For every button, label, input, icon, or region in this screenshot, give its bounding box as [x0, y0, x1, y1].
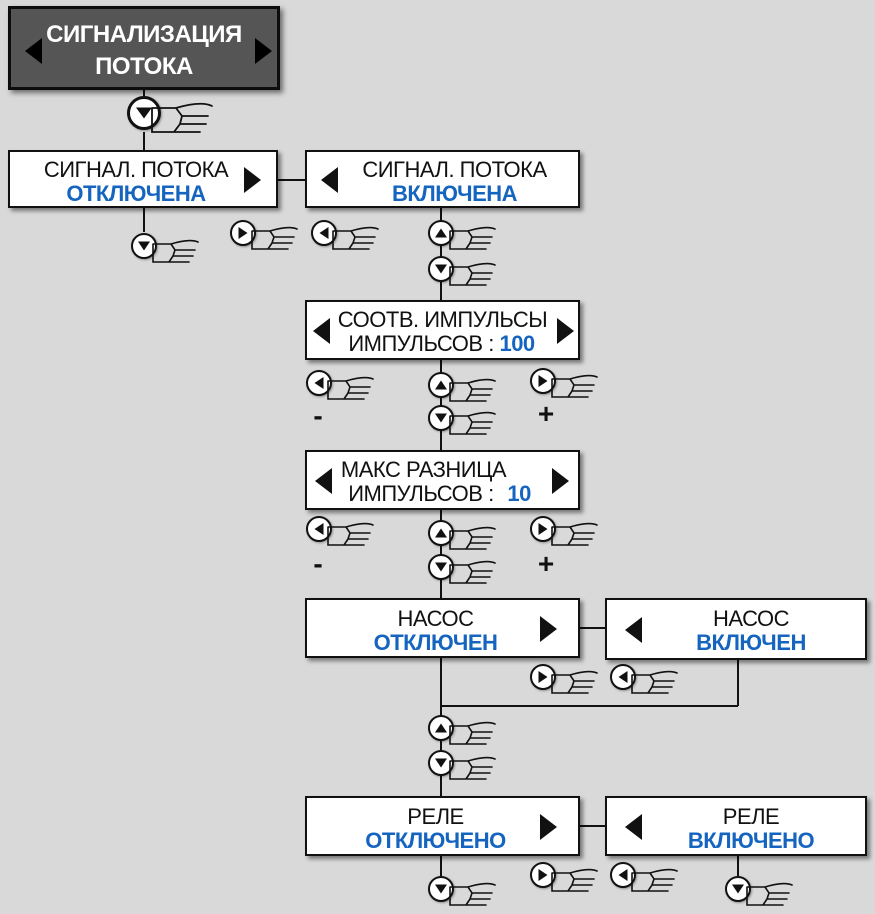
pointing-hand-icon: [327, 376, 374, 400]
relay-off-line1: РЕЛЕ: [407, 804, 464, 829]
menu-title-line2: ПОТОКА: [95, 53, 193, 80]
decrease-sign: -: [313, 400, 323, 431]
pump-on-line1: НАСОС: [713, 606, 789, 631]
right-arrow-glyph: [538, 375, 548, 387]
pointing-hand-icon: [449, 526, 496, 550]
pointing-hand-icon: [332, 226, 379, 250]
pointing-hand-icon: [449, 226, 496, 250]
left-arrow-icon: [625, 814, 642, 840]
pointing-hand-icon: [251, 226, 298, 250]
pointing-hand-icon: [631, 670, 678, 694]
menu-title-box: СИГНАЛИЗАЦИЯ ПОТОКА: [8, 6, 280, 90]
up-arrow-glyph: [435, 380, 447, 390]
pulses-value: 100: [499, 331, 535, 356]
right-arrow-icon: [255, 38, 272, 64]
right-arrow-icon: [540, 814, 557, 840]
relay-on-line2: ВКЛЮЧЕНО: [687, 828, 815, 853]
relay-off-line2: ОТКЛЮЧЕНО: [365, 828, 506, 853]
pulses-label: ИМПУЛЬСОВ :: [348, 481, 494, 506]
pump-on-line2: ВКЛЮЧЕН: [696, 630, 806, 655]
pump-off-line1: НАСОС: [397, 606, 474, 631]
menu-title-line1: СИГНАЛИЗАЦИЯ: [46, 21, 242, 48]
left-arrow-glyph: [618, 671, 628, 683]
pointing-hand-icon: [449, 721, 496, 745]
pointing-hand-icon: [551, 374, 598, 398]
down-arrow-glyph: [138, 241, 150, 251]
pointing-hand-icon: [551, 522, 598, 546]
pointing-hand-icon: [551, 868, 598, 892]
matching-pulses-box: СООТВ. ИМПУЛЬСЫ ИМПУЛЬСОВ : 100: [305, 300, 580, 360]
relay-on-box: РЕЛЕ ВКЛЮЧЕНО: [605, 796, 867, 856]
flow-signal-off-box: СИГНАЛ. ПОТОКА ОТКЛЮЧЕНА: [8, 150, 278, 208]
left-arrow-glyph: [314, 377, 324, 389]
right-arrow-icon: [552, 468, 569, 494]
down-arrow-glyph: [435, 264, 447, 274]
right-arrow-glyph: [538, 869, 548, 881]
left-arrow-icon: [313, 318, 330, 344]
pointing-hand-icon: [746, 882, 793, 906]
left-arrow-icon: [321, 167, 338, 193]
increase-sign: +: [537, 548, 555, 579]
pointing-hand-icon: [327, 522, 374, 546]
pointing-hand-icon: [449, 756, 496, 780]
pulses-value: 10: [507, 481, 531, 506]
increase-sign: +: [537, 398, 555, 429]
down-button-icon[interactable]: [127, 96, 161, 130]
left-arrow-icon: [25, 38, 42, 64]
pointing-hand-icon: [152, 239, 199, 263]
pointing-hand-icon: [551, 670, 598, 694]
left-arrow-icon: [625, 617, 642, 643]
right-arrow-glyph: [538, 671, 548, 683]
pointing-hand-icon: [631, 868, 678, 892]
max-difference-line2: ИМПУЛЬСОВ : 10: [301, 482, 578, 506]
up-button-icon[interactable]: [428, 715, 454, 741]
up-arrow-glyph: [435, 528, 447, 538]
down-arrow-glyph: [435, 758, 447, 768]
right-arrow-glyph: [238, 227, 248, 239]
pointing-hand-icon: [151, 102, 213, 133]
max-difference-line1: МАКС РАЗНИЦА: [340, 457, 507, 482]
pointing-hand-icon: [449, 262, 496, 286]
pointing-hand-icon: [449, 560, 496, 584]
right-arrow-icon: [244, 167, 261, 193]
decrease-sign: -: [313, 548, 323, 579]
flow-signal-on-box: СИГНАЛ. ПОТОКА ВКЛЮЧЕНА: [305, 150, 580, 208]
pointing-hand-icon: [449, 378, 496, 402]
flow-signal-off-line2: ОТКЛЮЧЕНА: [66, 181, 206, 206]
right-arrow-icon: [557, 318, 574, 344]
pointing-hand-icon: [449, 882, 496, 906]
flow-signal-on-line2: ВКЛЮЧЕНА: [391, 181, 518, 206]
pump-off-line2: ОТКЛЮЧЕН: [373, 630, 498, 655]
left-arrow-glyph: [618, 869, 628, 881]
up-arrow-glyph: [435, 228, 447, 238]
pump-off-box: НАСОС ОТКЛЮЧЕН: [305, 598, 580, 658]
pulses-label: ИМПУЛЬСОВ :: [348, 331, 494, 356]
up-arrow-glyph: [435, 723, 447, 733]
down-arrow-glyph: [435, 562, 447, 572]
down-arrow-glyph: [136, 107, 152, 119]
flow-signal-off-line1: СИГНАЛ. ПОТОКА: [43, 157, 229, 182]
left-arrow-glyph: [319, 227, 329, 239]
flow-signal-on-line1: СИГНАЛ. ПОТОКА: [362, 157, 547, 182]
pump-on-box: НАСОС ВКЛЮЧЕН: [605, 598, 867, 660]
down-arrow-glyph: [435, 884, 447, 894]
max-difference-box: МАКС РАЗНИЦА ИМПУЛЬСОВ : 10: [305, 450, 580, 510]
down-arrow-glyph: [732, 884, 744, 894]
relay-on-line1: РЕЛЕ: [722, 804, 780, 829]
right-arrow-glyph: [538, 523, 548, 535]
right-arrow-icon: [540, 616, 557, 642]
relay-off-box: РЕЛЕ ОТКЛЮЧЕНО: [305, 796, 580, 856]
matching-pulses-line2: ИМПУЛЬСОВ : 100: [305, 332, 578, 356]
left-arrow-icon: [315, 468, 332, 494]
pointing-hand-icon: [449, 411, 496, 435]
down-arrow-glyph: [435, 413, 447, 423]
left-arrow-glyph: [314, 523, 324, 535]
matching-pulses-line1: СООТВ. ИМПУЛЬСЫ: [337, 307, 548, 332]
